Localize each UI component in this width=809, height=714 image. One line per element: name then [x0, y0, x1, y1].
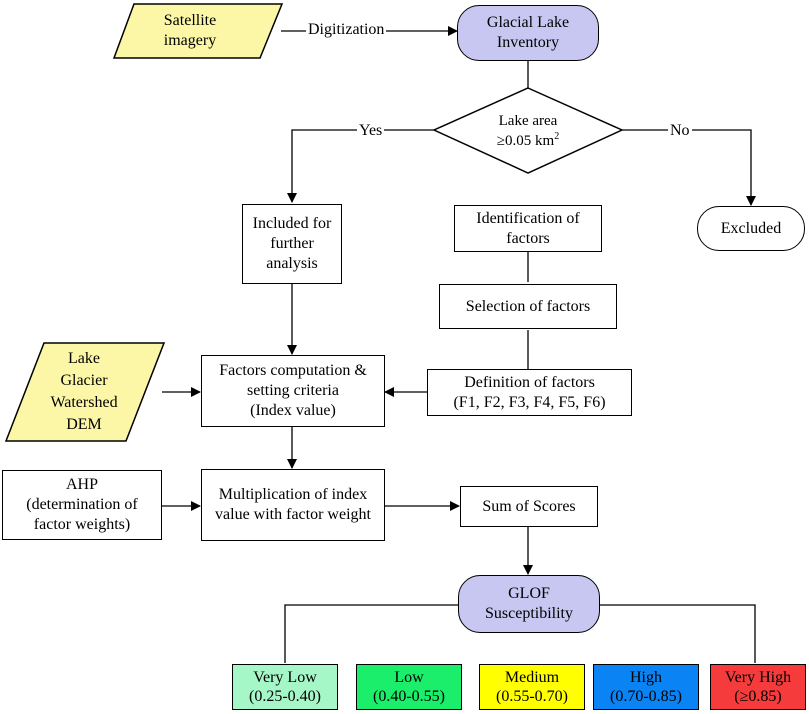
label-no: No: [668, 122, 692, 140]
satellite-imagery-shape: [112, 3, 284, 59]
included-for-analysis: Included for further analysis: [242, 204, 342, 284]
inventory-line-1: Glacial Lake: [486, 14, 570, 31]
definition-line-2: (F1, F2, F3, F4, F5, F6): [453, 393, 606, 411]
category-high-label: High: [630, 669, 662, 686]
identification-of-factors: Identification of factors: [454, 205, 602, 252]
multiplication-line-1: Multiplication of index: [218, 486, 368, 503]
glof-susceptibility: GLOF Susceptibility: [458, 575, 600, 633]
decision-line-2: ≥0.05 km2: [497, 131, 559, 151]
category-high: High (0.70-0.85): [593, 664, 699, 710]
category-medium-range: (0.55-0.70): [496, 688, 568, 705]
computation-line-1: Factors computation &: [219, 362, 367, 379]
category-high-range: (0.70-0.85): [610, 688, 682, 705]
satellite-line-2: imagery: [163, 32, 217, 49]
computation-line-3: (Index value): [250, 402, 336, 419]
edge-decision-yes: [287, 129, 434, 203]
decision-line-1: Lake area: [498, 113, 558, 129]
category-very-high: Very High (≥0.85): [710, 664, 806, 710]
selection-of-factors: Selection of factors: [439, 284, 617, 329]
category-very-high-range: (≥0.85): [734, 688, 782, 705]
category-very-high-label: Very High: [724, 669, 792, 686]
sum-of-scores: Sum of Scores: [460, 486, 598, 527]
definition-of-factors: Definition of factors (F1, F2, F3, F4, F…: [427, 369, 632, 416]
lake-area-decision: Lake area ≥0.05 km2: [468, 108, 588, 154]
included-line-2: further: [270, 235, 314, 252]
input-lake: Lake: [68, 350, 100, 367]
edge-glof-categories-right: [600, 604, 756, 663]
category-medium: Medium (0.55-0.70): [479, 664, 585, 710]
data-inputs-shape: [4, 342, 166, 442]
edge-glof-categories: [284, 604, 458, 663]
edge-decision-no: [622, 129, 756, 206]
excluded: Excluded: [697, 206, 805, 251]
input-dem: DEM: [66, 416, 102, 433]
lake-area-decision-shape: [432, 87, 624, 174]
category-medium-label: Medium: [504, 669, 560, 686]
data-inputs: Lake Glacier Watershed DEM: [36, 346, 132, 438]
definition-line-1: Definition of factors: [464, 373, 595, 391]
ahp-line-3: factor weights): [33, 516, 131, 533]
category-very-low: Very Low (0.25-0.40): [232, 664, 338, 710]
label-yes: Yes: [357, 122, 385, 140]
multiplication-line-2: value with factor weight: [215, 506, 371, 523]
ahp-line-2: (determination of: [26, 496, 138, 513]
label-digitization: Digitization: [306, 21, 387, 39]
glacial-lake-inventory: Glacial Lake Inventory: [457, 5, 599, 61]
identification-line-2: factors: [506, 229, 550, 247]
ahp: AHP (determination of factor weights): [2, 470, 162, 540]
category-very-low-label: Very Low: [253, 669, 317, 686]
satellite-line-1: Satellite: [163, 12, 217, 29]
category-low-range: (0.40-0.55): [373, 688, 445, 705]
included-line-1: Included for: [252, 215, 332, 232]
identification-line-1: Identification of: [476, 209, 580, 227]
category-low: Low (0.40-0.55): [356, 664, 462, 710]
included-line-3: analysis: [266, 255, 318, 272]
glof-line-1: GLOF: [508, 585, 550, 602]
inventory-line-2: Inventory: [496, 34, 560, 51]
ahp-line-1: AHP: [65, 476, 98, 493]
multiplication-of-index: Multiplication of index value with facto…: [201, 469, 385, 541]
satellite-imagery: Satellite imagery: [130, 3, 250, 59]
input-watershed: Watershed: [50, 394, 118, 411]
category-low-label: Low: [394, 669, 424, 686]
decision-area-sup: 2: [554, 131, 560, 142]
glof-line-2: Susceptibility: [485, 605, 573, 622]
computation-line-2: setting criteria: [247, 382, 339, 399]
category-very-low-range: (0.25-0.40): [249, 688, 321, 705]
input-glacier: Glacier: [60, 372, 108, 389]
factors-computation: Factors computation & setting criteria (…: [201, 355, 385, 427]
decision-area-text: ≥0.05 km: [496, 133, 555, 149]
